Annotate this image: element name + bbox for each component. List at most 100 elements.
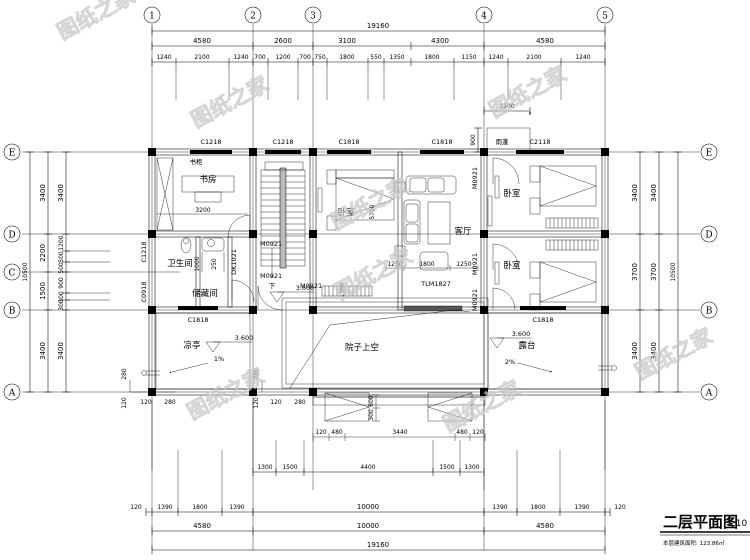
elev-value-stair: 3.600 <box>296 284 315 292</box>
dim-bot2-5: 10000 <box>357 503 379 511</box>
dim-door-offset: 1300 <box>339 282 346 297</box>
label-bookcase: 书柜 <box>190 157 204 166</box>
grid-label-2: 2 <box>250 12 256 22</box>
top-dimension-details: 1240 2100 1240 700 1200 700 750 1800 550… <box>151 54 606 66</box>
dim-top-d8: 1800 <box>339 54 354 61</box>
dim-top-bay-2: 2600 <box>274 37 292 45</box>
dim-left-m2: 2200 <box>39 244 47 262</box>
label-living-room: 客厅 <box>454 226 472 237</box>
porch-steps: 600 300 <box>312 388 486 422</box>
dim-step-300: 300 <box>368 409 375 421</box>
window-label-C1818-storage: C1818 <box>187 316 208 324</box>
room-bedroom-center: 卧室 5700 <box>317 169 395 297</box>
bottom-dimension-row2: 120 1390 1800 1390 10000 1390 1800 1390 … <box>130 503 626 516</box>
room-storage: 储藏间 C1818 C1218 C0918 <box>140 241 218 324</box>
dim-bot2-3: 1800 <box>192 504 207 511</box>
dim-bot2-8: 1390 <box>574 504 589 511</box>
canopy-element: 雨蓬 <box>486 127 531 150</box>
dim-top-d6: 700 <box>299 54 311 61</box>
living-room-dims: 1250 1800 1250 <box>385 261 479 271</box>
dim-left-m3: 1500 <box>39 282 47 300</box>
dim-right-i1: 3400 <box>631 184 639 202</box>
dim-bath-250: 250 <box>211 258 218 270</box>
dim-left-i6: 300 <box>58 291 65 303</box>
dim-bot1-5: 1300 <box>464 464 479 471</box>
label-bedroom-upper-right: 卧室 <box>503 188 521 199</box>
dim-porch-120b: 120 <box>472 429 484 436</box>
wardrobe-upper-right <box>545 217 599 229</box>
dim-top-d1: 1240 <box>156 54 171 61</box>
dim-280-left2: 280 <box>164 399 176 406</box>
dim-bot2-7: 1800 <box>530 504 545 511</box>
area-terrace: 露台 3.600 2% <box>487 312 617 390</box>
dim-living-1250b: 1250 <box>456 261 471 268</box>
wall-thickness-dims-left: 280 120 120 280 <box>121 368 176 409</box>
dim-top-d7: 750 <box>314 54 326 61</box>
dim-left-overall: 10500 <box>22 262 29 281</box>
drawing-area-note: 本层建筑面积: 123.86㎡ <box>663 539 725 547</box>
room-bedroom-lower-right: 卧室 C1818 <box>494 239 599 324</box>
right-dimension-mid: 3400 3700 3400 <box>650 151 663 393</box>
dim-top-d2: 2100 <box>194 54 209 61</box>
dim-top-overall: 19160 <box>367 22 389 30</box>
grid-bubble-row-C-left: C <box>3 263 21 281</box>
grid-bubble-row-E-left: E <box>3 143 21 161</box>
elev-value-pavilion: 3.600 <box>235 334 254 342</box>
grid-bubble-row-D-left: D <box>3 225 21 243</box>
label-bedroom-lower-right: 卧室 <box>503 260 521 271</box>
grid-bubble-col-5: 5 <box>596 6 614 24</box>
grid-label-B-right: B <box>706 307 713 317</box>
dim-top-d12: 1150 <box>461 54 476 61</box>
dim-left-i4: 500 <box>58 262 65 274</box>
elevation-symbol-pavilion: 3.600 <box>205 334 254 353</box>
watermark-1: 图纸之家 <box>53 0 140 44</box>
right-dimension-inner: 3400 3700 3400 <box>631 151 644 393</box>
grid-bubble-row-A-right: A <box>700 383 718 401</box>
door-label-M0921-c: M0921 <box>300 282 322 290</box>
door-label-M0921-e: M0921 <box>471 253 479 275</box>
dim-left-i7: 300 <box>58 299 65 311</box>
slope-label-terrace: 2% <box>505 358 515 366</box>
eave-dimension: 1500 900 <box>470 103 532 153</box>
room-living: 客厅 1250 1800 1250 TLM1827 <box>385 175 493 312</box>
terrace-drain-symbol <box>598 365 617 371</box>
window-label-C1218-left: C1218 <box>140 241 148 262</box>
dim-left-i2: 1200 <box>58 235 65 250</box>
grid-bubble-row-E-right: E <box>700 143 718 161</box>
dim-study-width: 3200 <box>195 207 210 214</box>
door-label-TLM1827: TLM1827 <box>420 280 451 288</box>
window-label-C1818-bedroom: C1818 <box>532 316 553 324</box>
drawing-scale: 1:10 <box>727 519 747 529</box>
label-storage: 储藏间 <box>192 288 218 299</box>
door-label-DK1021: DK1021 <box>230 249 238 275</box>
label-bedroom-center: 卧室 <box>337 207 355 218</box>
dim-120-left2: 120 <box>140 399 152 406</box>
dim-120-left: 120 <box>121 397 128 409</box>
dim-right-m2: 3700 <box>650 263 658 281</box>
watermark-4: 图纸之家 <box>485 60 572 122</box>
dim-right-m3: 3400 <box>650 342 658 360</box>
grid-label-D-right: D <box>705 231 712 241</box>
door-label-M0921-a: M0921 <box>260 240 282 248</box>
bottom-dimension-row1: 1300 1500 4400 1500 1300 <box>252 464 485 476</box>
grid-label-B-left: B <box>9 307 16 317</box>
room-study: 书柜 书房 3200 <box>156 157 248 231</box>
grid-label-3: 3 <box>310 12 316 22</box>
dim-280-left: 280 <box>121 368 128 380</box>
dim-top-d5: 1200 <box>275 54 290 61</box>
label-stair-down: 下 <box>269 282 276 290</box>
dim-bot3-1: 4580 <box>193 522 211 530</box>
window-label-C1218-top: C1218 <box>200 138 221 146</box>
staircase: 下 <box>260 161 306 290</box>
dim-bot3-3: 4580 <box>536 522 554 530</box>
grid-label-D-left: D <box>8 231 15 241</box>
grid-label-E-left: E <box>9 149 16 159</box>
wardrobe-lower-right <box>545 239 599 251</box>
dim-living-1800: 1800 <box>419 261 434 268</box>
dim-top-bay-3: 3100 <box>338 37 356 45</box>
left-dimension-outer: 10500 <box>22 151 34 393</box>
dim-top-d14: 2100 <box>526 54 541 61</box>
door-label-M0921-d: M0921 <box>471 167 479 189</box>
dim-top-bay-5: 4580 <box>536 37 554 45</box>
watermark-7: 图纸之家 <box>439 374 526 436</box>
